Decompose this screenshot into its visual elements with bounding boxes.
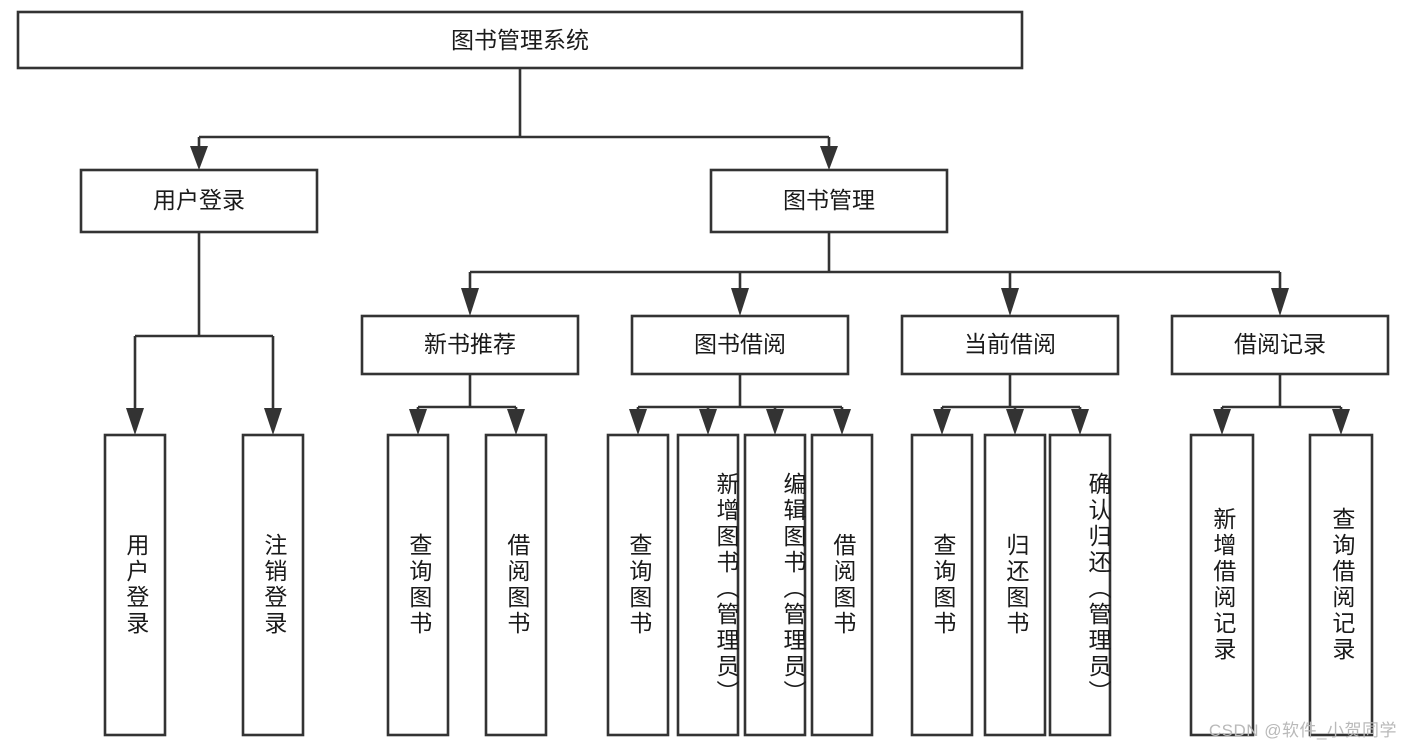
arrow-userlogin-leaf-1 (126, 408, 144, 435)
node-leaf-borrow-book-recommend-box[interactable] (484, 433, 548, 737)
node-new-book-recommend-label: 新书推荐 (424, 331, 516, 357)
node-leaf-query-book-current-box[interactable] (910, 433, 974, 737)
arrow-userlogin-leaf-2 (264, 408, 282, 435)
node-layer: 图书管理系统 用户登录 图书管理 新书推荐 图书借阅 当前借阅 借阅记录 (16, 10, 1390, 737)
arrow-bookmgmt-to-book-borrow (731, 288, 749, 316)
arrow-newbook-leaf-2 (507, 409, 525, 435)
arrow-bookborrow-leaf-3 (766, 409, 784, 435)
node-leaf-edit-book-admin-box[interactable] (743, 433, 807, 737)
node-book-management-label: 图书管理 (783, 187, 875, 213)
node-leaf-return-book-box[interactable] (983, 433, 1047, 737)
arrow-bookmgmt-to-new-book (461, 288, 479, 316)
node-leaf-add-book-admin-box[interactable] (676, 433, 740, 737)
arrow-bookborrow-leaf-2 (699, 409, 717, 435)
arrow-currentborrow-leaf-1 (933, 409, 951, 435)
node-leaf-user-login-box[interactable] (103, 433, 167, 737)
arrow-bookborrow-leaf-4 (833, 409, 851, 435)
node-book-borrow-box[interactable] (630, 314, 850, 376)
node-leaf-query-book-borrow-box[interactable] (606, 433, 670, 737)
arrow-root-to-user-login (190, 146, 208, 170)
node-leaf-query-book-recommend-box[interactable] (386, 433, 450, 737)
node-leaf-query-borrow-record-box[interactable] (1308, 433, 1374, 737)
connector-layer (126, 68, 1350, 435)
node-user-login-box[interactable] (79, 168, 319, 234)
arrow-currentborrow-leaf-3 (1071, 409, 1089, 435)
csdn-watermark: CSDN @软件_小贺同学 (1208, 721, 1397, 740)
node-user-login-label: 用户登录 (153, 187, 245, 213)
node-borrow-record-box[interactable] (1170, 314, 1390, 376)
node-current-borrow-box[interactable] (900, 314, 1120, 376)
node-leaf-confirm-return-admin-box[interactable] (1048, 433, 1112, 737)
arrow-root-to-book-management (820, 146, 838, 170)
arrow-borrowrecord-leaf-1 (1213, 409, 1231, 435)
node-leaf-add-borrow-record-box[interactable] (1189, 433, 1255, 737)
arrow-newbook-leaf-1 (409, 409, 427, 435)
node-root-box[interactable] (16, 10, 1024, 70)
node-book-borrow-label: 图书借阅 (694, 331, 786, 357)
node-current-borrow-label: 当前借阅 (964, 331, 1056, 357)
node-leaf-borrow-book-box[interactable] (810, 433, 874, 737)
node-root-label: 图书管理系统 (451, 27, 589, 53)
arrow-bookmgmt-to-current-borrow (1001, 288, 1019, 316)
node-borrow-record-label: 借阅记录 (1234, 331, 1326, 357)
node-leaf-logout-box[interactable] (241, 433, 305, 737)
arrow-bookmgmt-to-borrow-record (1271, 288, 1289, 316)
node-new-book-recommend-box[interactable] (360, 314, 580, 376)
arrow-borrowrecord-leaf-2 (1332, 409, 1350, 435)
arrow-currentborrow-leaf-2 (1006, 409, 1024, 435)
node-book-management-box[interactable] (709, 168, 949, 234)
arrow-bookborrow-leaf-1 (629, 409, 647, 435)
